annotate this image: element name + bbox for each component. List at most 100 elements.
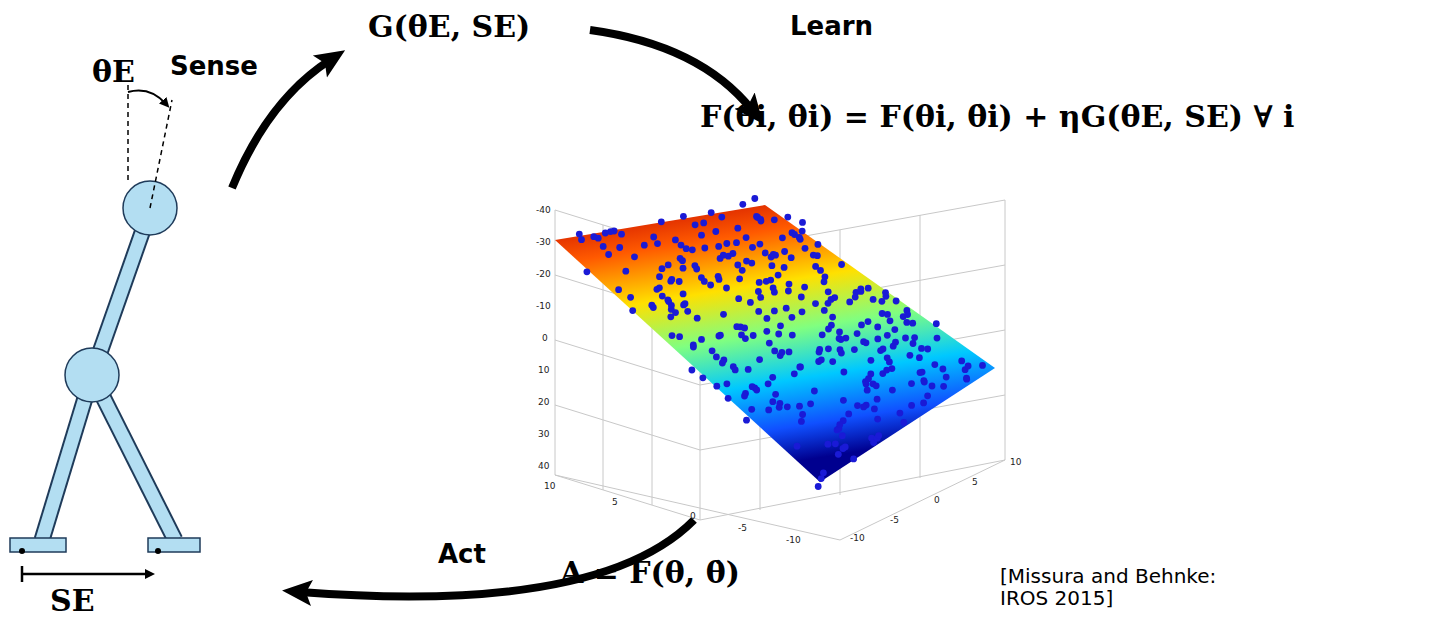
data-point (819, 331, 826, 338)
data-point (734, 225, 741, 232)
data-point (718, 214, 725, 221)
data-point (723, 240, 730, 247)
data-point (904, 311, 911, 318)
data-point (865, 285, 872, 292)
data-point (781, 248, 788, 255)
data-point (765, 407, 772, 414)
data-point (656, 273, 663, 280)
data-point (799, 219, 806, 226)
data-point (735, 295, 742, 302)
data-point (777, 322, 784, 329)
data-point (838, 261, 845, 268)
data-point (871, 406, 878, 413)
data-point (771, 308, 778, 315)
data-point (723, 285, 730, 292)
data-point (892, 339, 899, 346)
sensor-function: G(θE, SE) (368, 10, 530, 43)
data-point (900, 419, 907, 426)
data-point (602, 230, 609, 237)
data-point (730, 250, 737, 257)
data-point (753, 387, 760, 394)
data-point (771, 348, 778, 355)
data-point (884, 332, 891, 339)
data-point (850, 456, 857, 463)
data-point (797, 364, 804, 371)
data-point (821, 278, 828, 285)
data-point (680, 265, 687, 272)
data-point (689, 246, 696, 253)
data-point (668, 276, 675, 283)
data-point (757, 241, 764, 248)
data-point (786, 281, 793, 288)
data-point (605, 251, 612, 258)
data-point (911, 334, 918, 341)
update-formula: F(θi, θ̇i) = F(θi, θ̇i) + ηG(θE, SE) ∀ i (700, 100, 1294, 133)
data-point (846, 299, 853, 306)
data-point (886, 359, 893, 366)
data-point (854, 330, 861, 337)
data-point (733, 323, 740, 330)
data-point (820, 469, 827, 476)
step-label: Sense (170, 52, 258, 81)
data-point (772, 391, 779, 398)
data-point (863, 339, 870, 346)
data-point (799, 411, 806, 418)
data-point (650, 234, 657, 241)
data-point (893, 298, 900, 305)
citation: [Missura and Behnke: IROS 2015] (1000, 565, 1250, 609)
data-point (799, 228, 806, 235)
data-point (825, 288, 832, 295)
data-point (672, 309, 679, 316)
surface-plot (555, 195, 1005, 540)
data-point (707, 282, 714, 289)
data-point (924, 346, 931, 353)
data-point (908, 380, 915, 387)
data-point (818, 356, 825, 363)
data-point (676, 333, 683, 340)
data-point (690, 344, 697, 351)
data-point (734, 262, 741, 269)
data-point (755, 288, 762, 295)
axis-tick: -20 (536, 270, 551, 280)
data-point (785, 288, 792, 295)
data-point (873, 382, 880, 389)
data-point (875, 432, 882, 439)
data-point (887, 317, 894, 324)
data-point (839, 432, 846, 439)
angle-label: θE (92, 55, 135, 88)
axis-tick: 10 (1010, 458, 1021, 468)
axis-tick: -10 (786, 536, 801, 546)
data-point (786, 349, 793, 356)
step-label: Act (438, 540, 486, 569)
data-point (840, 397, 847, 404)
data-point (918, 345, 925, 352)
data-point (884, 311, 891, 318)
data-point (815, 241, 822, 248)
data-point (860, 404, 867, 411)
data-point (669, 332, 676, 339)
data-point (979, 362, 986, 369)
data-point (779, 349, 786, 356)
data-point (865, 375, 872, 382)
data-point (877, 347, 884, 354)
data-point (829, 358, 836, 365)
data-point (618, 231, 625, 238)
data-point (817, 267, 824, 274)
data-point (676, 278, 683, 285)
data-point (713, 354, 720, 361)
data-point (700, 220, 707, 227)
data-point (943, 374, 950, 381)
data-point (851, 346, 858, 353)
axis-tick: 30 (538, 430, 549, 440)
data-point (584, 268, 591, 275)
data-point (825, 326, 832, 333)
data-point (812, 300, 819, 307)
data-point (837, 346, 844, 353)
distance-label: SE (50, 584, 95, 617)
data-point (889, 387, 896, 394)
data-point (590, 233, 597, 240)
data-point (692, 262, 699, 269)
data-point (825, 441, 832, 448)
data-point (870, 296, 877, 303)
